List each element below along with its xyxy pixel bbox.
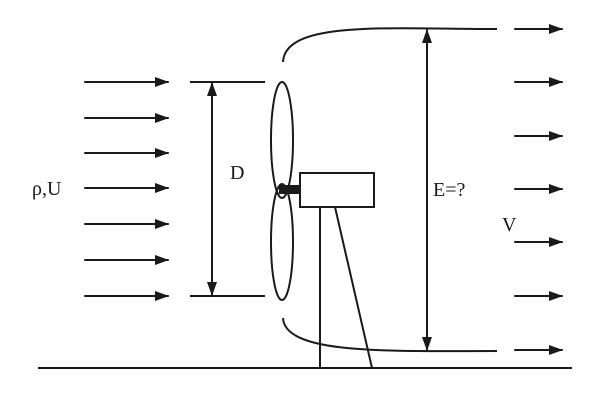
streamtube-lower-boundary: [282, 317, 498, 353]
rotor-diameter-dimension: [190, 81, 265, 297]
rotor-blade-lower: [270, 183, 294, 301]
inflow-label: ρ,U: [32, 178, 62, 200]
wake-diameter-label: E=?: [433, 179, 465, 201]
outflow-arrows: [514, 24, 563, 355]
tower-right-leg: [334, 206, 373, 369]
rotor-diameter-label: D: [230, 162, 244, 184]
rotor-blade-upper: [270, 81, 294, 199]
turbine-nacelle-tower: [299, 172, 375, 369]
streamtube-boundary: [282, 27, 498, 353]
nacelle: [299, 172, 375, 208]
inflow-arrows: [84, 77, 169, 301]
rotor-hub-shaft: [279, 185, 301, 194]
outflow-velocity-label: V: [502, 214, 517, 236]
turbine-rotor: [270, 81, 301, 301]
streamtube-upper-boundary: [282, 27, 498, 63]
